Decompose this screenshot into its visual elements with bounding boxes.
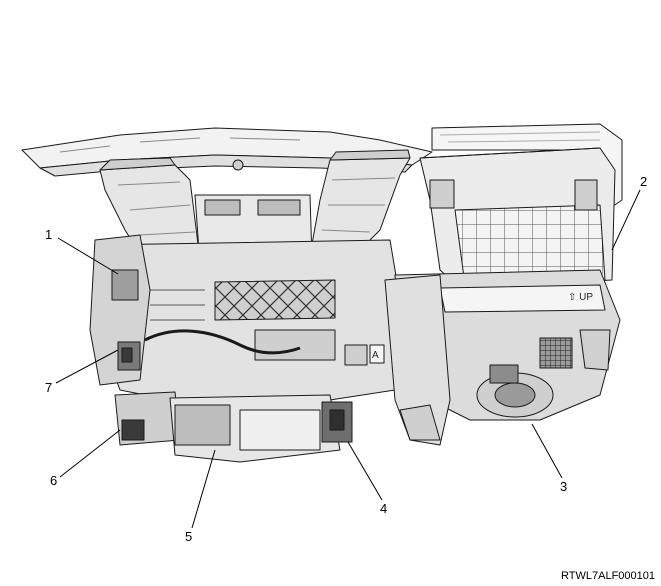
- callout-2: 2: [640, 174, 648, 189]
- right-air-duct: [309, 149, 411, 261]
- callout-4: 4: [380, 501, 388, 516]
- callout-7: 7: [45, 380, 53, 395]
- leader-line-1: [57, 237, 119, 275]
- callout-1: 1: [45, 227, 53, 242]
- callout-3: 3: [560, 479, 568, 494]
- leader-line-5: [191, 449, 216, 529]
- left-side-components: [89, 234, 151, 386]
- filter-case: [419, 147, 616, 289]
- connecting-duct: [384, 274, 451, 446]
- main-housing: [97, 239, 401, 403]
- blower-case: [394, 269, 621, 421]
- a-marking: A: [372, 350, 379, 361]
- callout-6: 6: [50, 473, 58, 488]
- up-arrow-label: ⇧ UP: [568, 292, 593, 303]
- a-mark-label: A: [372, 350, 379, 361]
- leader-lines: [55, 189, 641, 529]
- leader-line-3: [531, 423, 563, 479]
- leader-line-6: [59, 429, 121, 478]
- lower-left-actuator: [114, 391, 181, 446]
- callout-5: 5: [185, 529, 193, 544]
- lower-center-assembly: [169, 394, 353, 463]
- leader-line-2: [611, 189, 641, 251]
- leader-line-7: [55, 349, 119, 384]
- figure-code: RTWL7ALF000101: [561, 570, 655, 582]
- leader-line-4: [347, 441, 383, 501]
- up-arrow-marking: ⇧ UP: [568, 292, 593, 303]
